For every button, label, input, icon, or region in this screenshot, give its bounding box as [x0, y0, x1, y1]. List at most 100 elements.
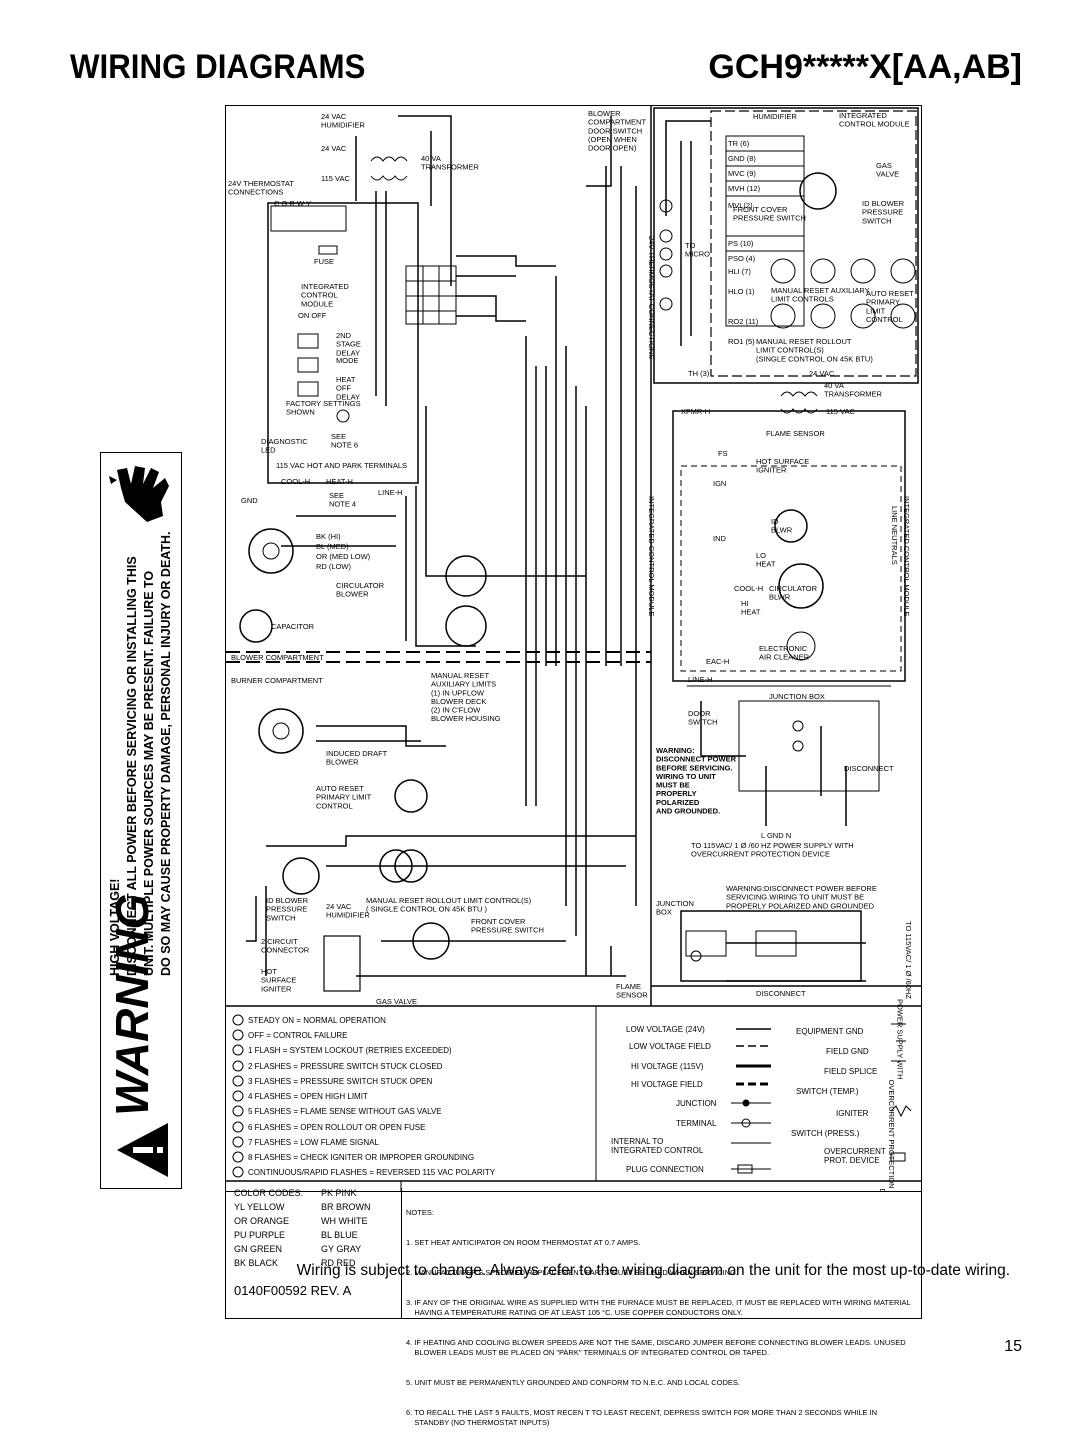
- flash-code-4: 4 FLASHES = OPEN HIGH LIMIT: [248, 1092, 368, 1101]
- codes-notes-panel: COLOR CODES: PK PINK YL YELLOW BR BROWN …: [225, 1188, 922, 1427]
- terminal-labels: C G R W Y: [274, 199, 311, 208]
- thermostat-vertical-label: 24V THERMOSTAT CONNECTIONS: [647, 236, 656, 359]
- note-6: 6. TO RECALL THE LAST 5 FAULTS, MOST REC…: [406, 1408, 878, 1427]
- pin-mvh: MVH (12): [728, 184, 761, 193]
- gas-valve-label: GAS VALVE: [376, 997, 417, 1006]
- pin-mvc: MVC (9): [728, 169, 756, 178]
- legend-field-splice: FIELD SPLICE: [824, 1067, 877, 1076]
- line-h-label: LINE-H: [378, 488, 403, 497]
- fs-label: FS: [718, 449, 728, 458]
- onoff-label: ON OFF: [298, 311, 327, 320]
- high-voltage-warning: WARNING HIGH VOLTAGE! DISCONNECT ALL POW…: [100, 452, 182, 1189]
- note-2: 2. MANUFACTURER'S SPECIFIED REPLACEMENT …: [406, 1268, 739, 1277]
- speed-bl: BL (MED): [316, 542, 349, 551]
- flash-code-3: 3 FLASHES = PRESSURE SWITCH STUCK OPEN: [248, 1077, 432, 1086]
- pin-ro2: RO2 (11): [728, 317, 759, 326]
- pin-gnd: GND (8): [728, 154, 756, 163]
- flash-code-continuous: CONTINUOUS/RAPID FLASHES = REVERSED 115 …: [248, 1168, 496, 1177]
- xfmr-label: XFMR-H: [681, 407, 710, 416]
- pin-th: TH (3): [688, 369, 710, 378]
- flash-code-6: 6 FLASHES = OPEN ROLLOUT OR OPEN FUSE: [248, 1123, 425, 1132]
- legend-equipment-gnd: EQUIPMENT GND: [796, 1027, 864, 1036]
- legend-plug: PLUG CONNECTION: [626, 1165, 704, 1174]
- cool-h-label: COOL-H: [281, 477, 310, 486]
- pin-hli: HLI (7): [728, 267, 751, 276]
- mode-label: MODE: [336, 356, 359, 365]
- notes-list: NOTES: 1. SET HEAT ANTICIPATOR ON ROOM T…: [406, 1188, 916, 1448]
- flash-code-2: 2 FLASHES = PRESSURE SWITCH STUCK CLOSED: [248, 1062, 443, 1071]
- flash-code-7: 7 FLASHES = LOW FLAME SIGNAL: [248, 1138, 379, 1147]
- rollout-label: MANUAL RESET ROLLOUT LIMIT CONTROL(S)( S…: [366, 896, 532, 914]
- humidifier-right-label: HUMIDIFIER: [753, 112, 797, 121]
- burner-compartment-label: BURNER COMPARTMENT: [231, 676, 323, 685]
- flash-code-steady: STEADY ON = NORMAL OPERATION: [248, 1016, 386, 1025]
- disconnect-label: DISCONNECT: [844, 764, 894, 773]
- vac24-label: 24 VAC: [321, 144, 347, 153]
- speed-rd: RD (LOW): [316, 562, 351, 571]
- warning-text: HIGH VOLTAGE! DISCONNECT ALL POWER BEFOR…: [108, 531, 173, 976]
- pin-tr: TR (6): [728, 139, 750, 148]
- legend-hi-voltage: HI VOLTAGE (115V): [631, 1062, 704, 1071]
- legend-igniter: IGNITER: [836, 1109, 869, 1118]
- pin-ps: PS (10): [728, 239, 754, 248]
- speed-or: OR (MED LOW): [316, 552, 371, 561]
- legend-hi-voltage-field: HI VOLTAGE FIELD: [631, 1080, 703, 1089]
- page-title: WIRING DIAGRAMS: [70, 48, 366, 86]
- hot-park-label: 115 VAC HOT AND PARK TERMINALS: [276, 461, 407, 470]
- warning-triangle-icon: [117, 1123, 168, 1177]
- pin-mvl: MVL(2): [728, 201, 753, 210]
- legend-terminal: TERMINAL: [676, 1119, 717, 1128]
- flash-code-1: 1 FLASH = SYSTEM LOCKOUT (RETRIES EXCEED…: [248, 1046, 452, 1055]
- disconnect2-label: DISCONNECT: [756, 989, 806, 998]
- pin-hlo: HLO (1): [728, 287, 755, 296]
- heat-h-label: HEAT-H: [326, 477, 353, 486]
- note-3: 3. IF ANY OF THE ORIGINAL WIRE AS SUPPLI…: [406, 1298, 911, 1317]
- flash-code-off: OFF = CONTROL FAILURE: [248, 1031, 348, 1040]
- hand-shock-icon: [109, 466, 169, 522]
- line-h-right-label: LINE-H: [688, 675, 713, 684]
- ind-label: IND: [713, 534, 727, 543]
- blower-compartment-label: BLOWER COMPARTMENT: [231, 653, 324, 662]
- line-neutrals-label: LINE NEUTRALS: [890, 506, 899, 565]
- flame-sensor-right-label: FLAME SENSOR: [766, 429, 825, 438]
- legend-switch-press: SWITCH (PRESS.): [791, 1129, 860, 1138]
- vac24-right-label: 24 VAC: [809, 369, 835, 378]
- ign-label: IGN: [713, 479, 726, 488]
- doc-number: 0140F00592 REV. A: [234, 1283, 352, 1298]
